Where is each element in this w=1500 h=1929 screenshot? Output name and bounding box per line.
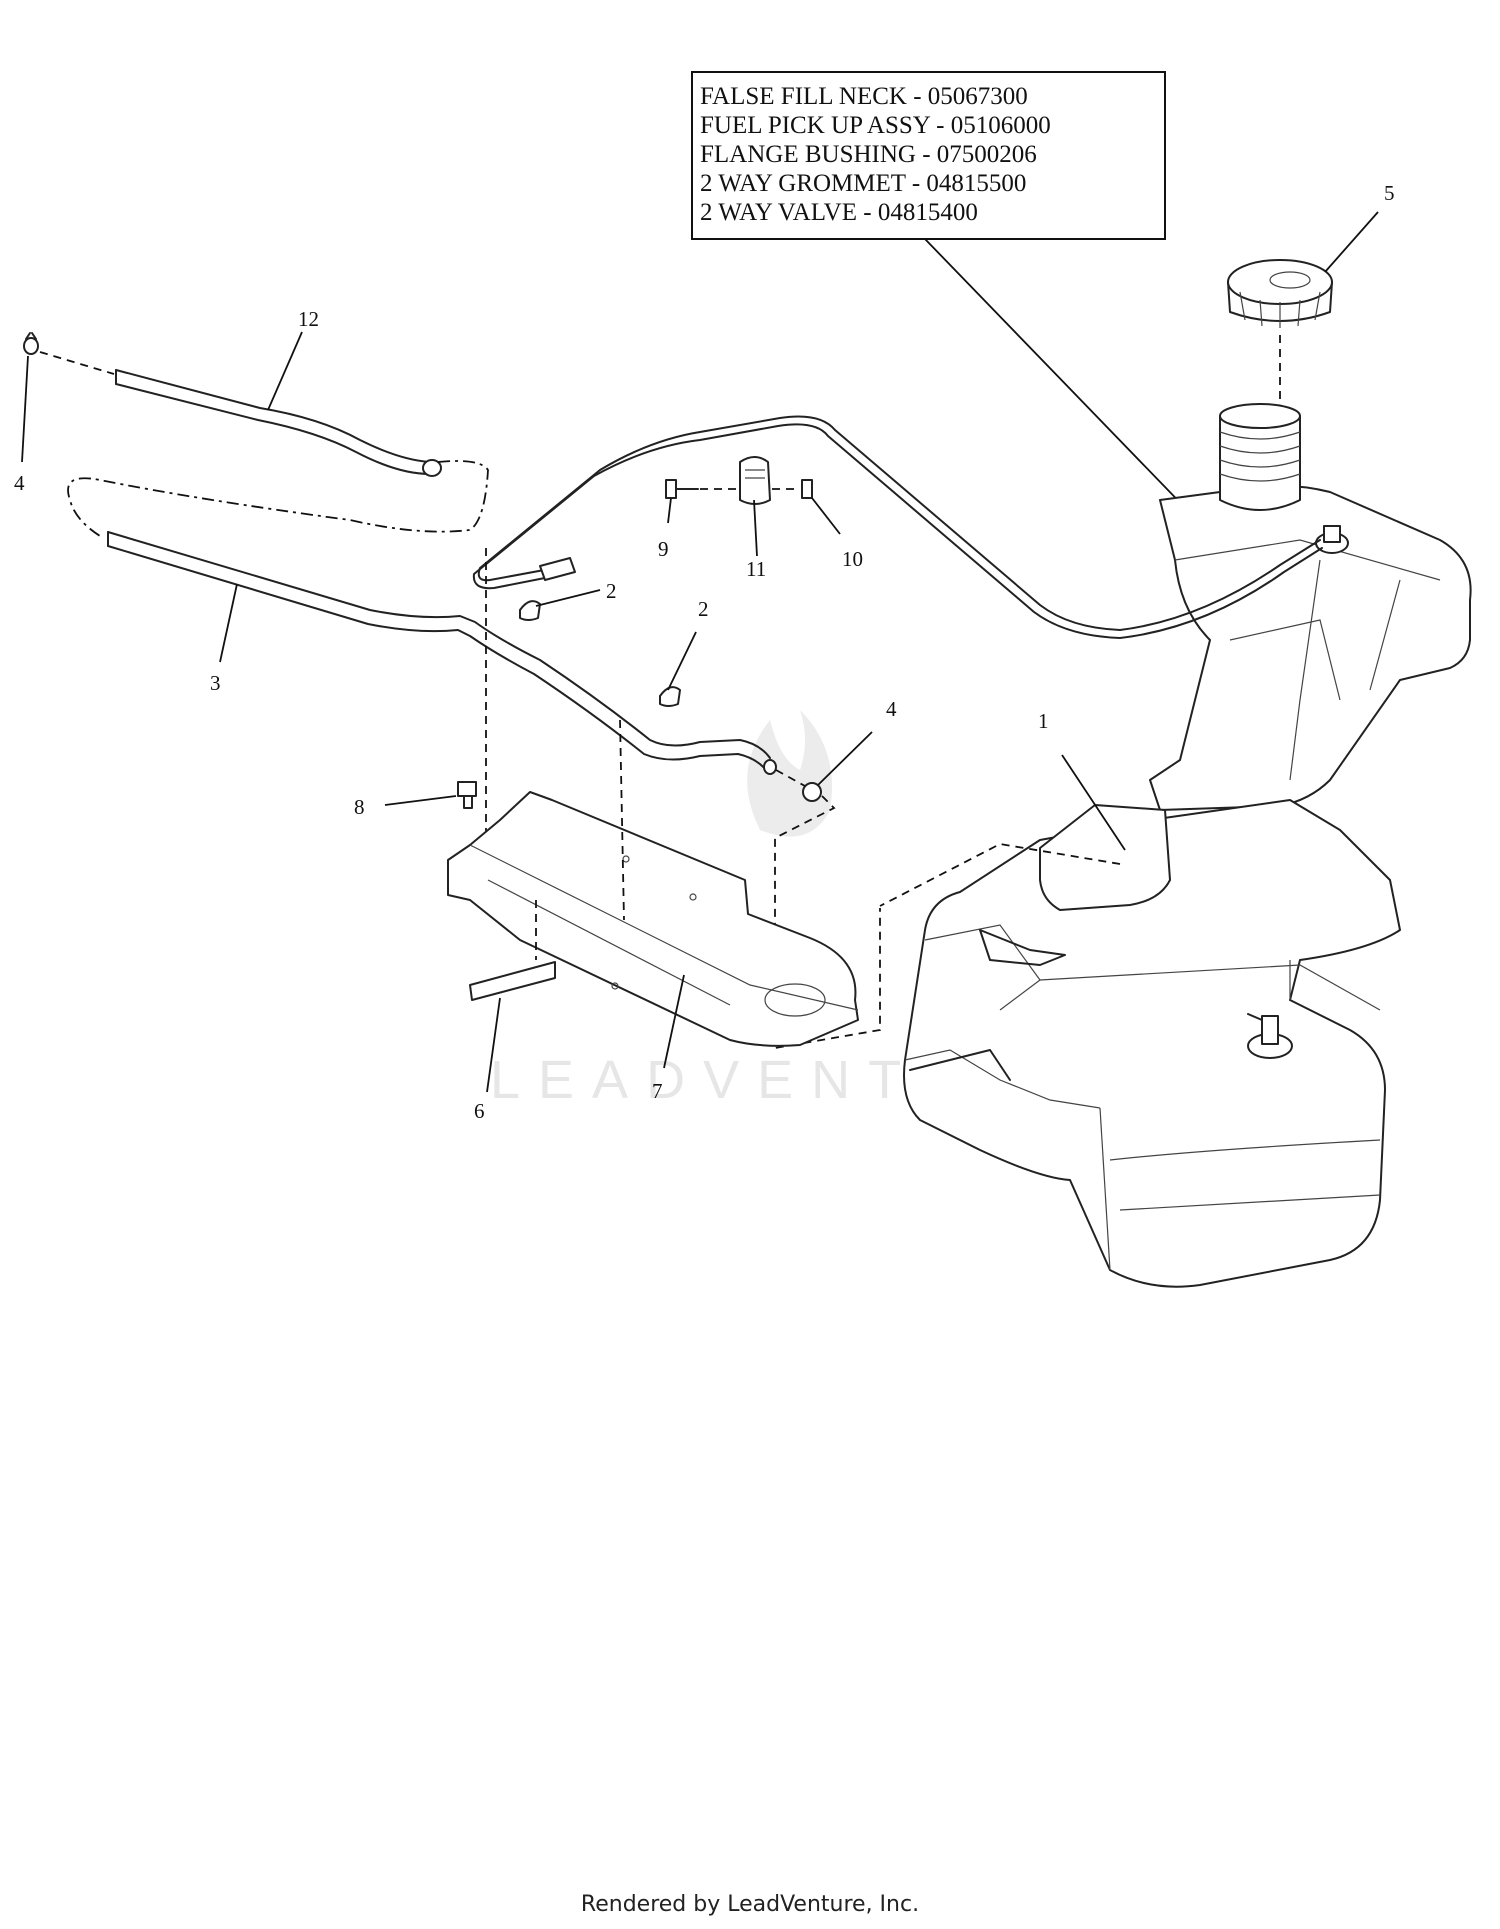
bolt-9 (665, 479, 699, 499)
leader-lines (21, 211, 1379, 1093)
parts-box-line-3: FLANGE BUSHING - 07500206 (700, 141, 1037, 168)
callout-10: 10 (842, 547, 863, 571)
callout-9: 9 (658, 537, 669, 561)
callout-3: 3 (210, 671, 221, 695)
fastener-8 (457, 781, 477, 809)
callout-6: 6 (474, 1099, 485, 1123)
callout-7: 7 (652, 1079, 663, 1103)
parts-box-line-5: 2 WAY VALVE - 04815400 (700, 199, 978, 226)
shield-7 (447, 719, 859, 1047)
callout-labels: 12 4 3 2 2 9 11 10 4 8 1 5 7 6 (14, 181, 1395, 1123)
parts-box-line-2: FUEL PICK UP ASSY - 05106000 (700, 112, 1051, 139)
routing-loop (67, 460, 489, 537)
callout-2-upper: 2 (606, 579, 617, 603)
hose-3 (107, 531, 777, 775)
hose-12 (115, 369, 442, 477)
callout-8: 8 (354, 795, 365, 819)
callout-2-lower: 2 (698, 597, 709, 621)
fuel-cap (1227, 259, 1333, 406)
parts-box-line-1: FALSE FILL NECK - 05067300 (700, 83, 1028, 110)
parts-box-line-4: 2 WAY GROMMET - 04815500 (700, 170, 1026, 197)
callout-5: 5 (1384, 181, 1395, 205)
clip-2-lower (659, 686, 681, 707)
callout-12: 12 (298, 307, 319, 331)
nut-10 (801, 479, 813, 499)
callout-4-left: 4 (14, 471, 25, 495)
pad-6 (469, 961, 556, 1001)
callout-11: 11 (746, 557, 766, 581)
clip-2-upper (519, 600, 541, 621)
footer-credit: Rendered by LeadVenture, Inc. (580, 1892, 920, 1917)
clamp-4-left (23, 332, 115, 375)
callout-4-right: 4 (886, 697, 897, 721)
parts-list-box: FALSE FILL NECK - 05067300 FUEL PICK UP … (691, 71, 1196, 519)
fuel-tank (879, 403, 1472, 1288)
clip-11 (739, 456, 771, 505)
callout-1: 1 (1038, 709, 1049, 733)
